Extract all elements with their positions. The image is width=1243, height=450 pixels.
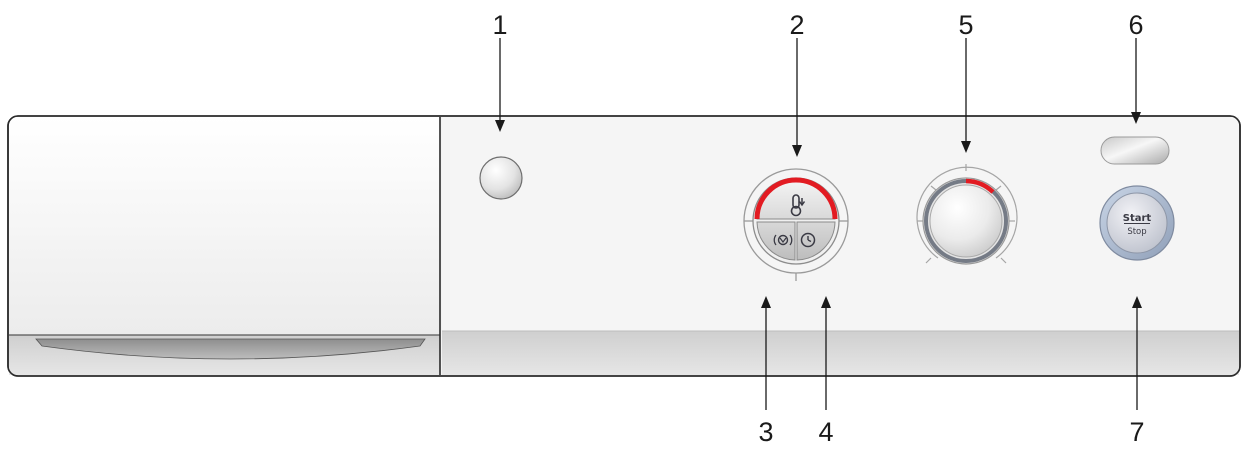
display-window bbox=[1100, 136, 1170, 165]
start-label: Start bbox=[1123, 213, 1152, 224]
callout-2: 2 bbox=[789, 10, 804, 40]
callout-1: 1 bbox=[492, 10, 507, 40]
callout-7: 7 bbox=[1129, 417, 1144, 447]
detergent-drawer[interactable] bbox=[9, 117, 441, 375]
temperature-indicator-arc bbox=[754, 177, 838, 220]
start-stop-button[interactable]: Start Stop bbox=[1099, 185, 1175, 261]
callout-4: 4 bbox=[818, 417, 833, 447]
clock-icon bbox=[800, 232, 816, 248]
callout-3: 3 bbox=[758, 417, 773, 447]
delay-timer-button[interactable] bbox=[796, 221, 836, 261]
programme-dial[interactable] bbox=[916, 164, 1018, 265]
dial-indicator-arc bbox=[965, 178, 995, 194]
stop-label: Stop bbox=[1127, 227, 1146, 237]
spin-speed-icon bbox=[773, 234, 793, 246]
callout-6: 6 bbox=[1128, 10, 1143, 40]
callout-5: 5 bbox=[958, 10, 973, 40]
function-selector bbox=[743, 168, 849, 281]
round-button-1[interactable] bbox=[479, 156, 523, 200]
callout-leaders bbox=[495, 38, 1142, 410]
spin-speed-button[interactable] bbox=[756, 221, 796, 261]
drawer-handle[interactable] bbox=[35, 338, 426, 360]
temperature-icon bbox=[790, 194, 806, 217]
callout-numbers: 1 2 3 4 5 6 7 bbox=[492, 10, 1144, 447]
